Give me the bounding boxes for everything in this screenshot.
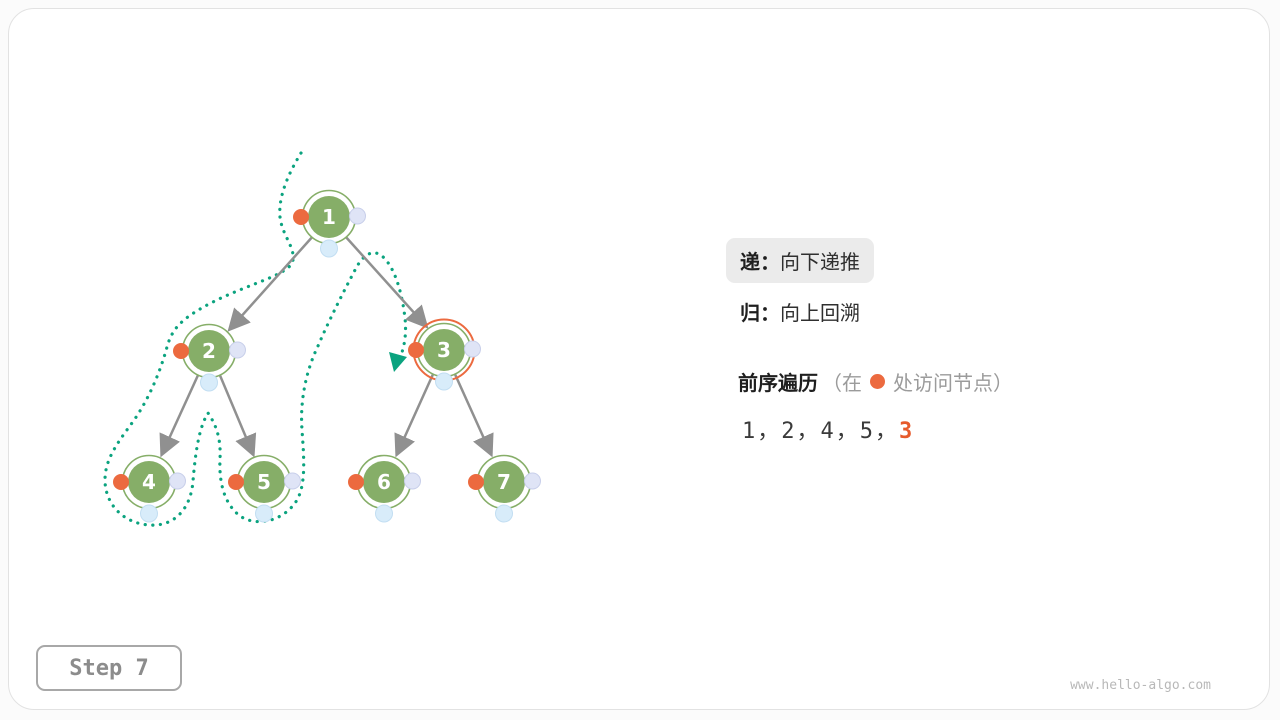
- legend-recurse: 递：向下递推: [726, 238, 874, 283]
- tree-node-2: 2: [173, 323, 246, 392]
- edge-3-7: [452, 371, 494, 458]
- tree-edges: [159, 234, 494, 458]
- step-label: Step 7: [69, 655, 149, 681]
- postorder-dot-icon: [404, 472, 421, 490]
- edge-1-3: [344, 235, 429, 329]
- legend-recurse-text: 向下递推: [780, 250, 860, 274]
- sequence-visited: 1，2，4，5，: [742, 419, 899, 444]
- postorder-dot-icon: [464, 340, 481, 358]
- inorder-dot-icon: [375, 504, 393, 523]
- preorder-dot-icon: [113, 474, 129, 490]
- visit-dot-icon: [870, 374, 885, 389]
- preorder-dot-icon: [408, 342, 424, 358]
- legend-recurse-keyword: 递：: [740, 250, 780, 274]
- inorder-dot-icon: [140, 504, 158, 523]
- inorder-dot-icon: [200, 373, 218, 392]
- legend-return-keyword: 归：: [740, 301, 780, 325]
- tree-node-7: 7: [468, 454, 541, 523]
- traversal-trace-path: [103, 151, 408, 527]
- traversal-caption: 前序遍历 （在 处访问节点）: [738, 367, 1013, 396]
- edge-2-5: [217, 372, 257, 458]
- node-value: 5: [257, 470, 271, 494]
- node-value: 2: [202, 339, 216, 363]
- node-circle: [243, 461, 285, 503]
- preorder-dot-icon: [348, 474, 364, 490]
- node-value: 6: [377, 470, 391, 494]
- postorder-dot-icon: [524, 472, 541, 490]
- node-circle: [128, 461, 170, 503]
- preorder-dot-icon: [293, 209, 309, 225]
- node-circle: [188, 330, 230, 372]
- node-value: 4: [142, 470, 156, 494]
- tree-node-1: 1: [293, 189, 366, 258]
- node-circle: [363, 461, 405, 503]
- edge-2-4: [159, 372, 201, 458]
- preorder-dot-icon: [173, 343, 189, 359]
- canvas-card: 1 2 3 4: [8, 8, 1270, 710]
- traversal-sequence: 1，2，4，5，3: [742, 413, 914, 445]
- preorder-dot-icon: [468, 474, 484, 490]
- legend-return-text: 向上回溯: [780, 301, 860, 325]
- edge-3-6: [394, 371, 436, 458]
- edge-1-2: [227, 234, 315, 332]
- inorder-dot-icon: [435, 372, 453, 391]
- traversal-title: 前序遍历: [738, 371, 818, 395]
- tree-node-6: 6: [348, 454, 421, 523]
- postorder-dot-icon: [349, 207, 366, 225]
- inorder-dot-icon: [495, 504, 513, 523]
- tree-node-5: 5: [228, 454, 301, 523]
- watermark: www.hello-algo.com: [1070, 678, 1211, 693]
- legend-return: 归：向上回溯: [740, 297, 860, 326]
- node-circle: [483, 461, 525, 503]
- binary-tree-diagram: 1 2 3 4: [103, 151, 541, 527]
- node-value: 3: [437, 338, 451, 362]
- node-circle: [308, 196, 350, 238]
- postorder-dot-icon: [229, 341, 246, 359]
- sequence-current: 3: [898, 419, 915, 444]
- postorder-dot-icon: [284, 472, 301, 490]
- step-indicator: Step 7: [36, 645, 182, 691]
- postorder-dot-icon: [169, 472, 186, 490]
- traversal-note-close: 处访问节点）: [893, 371, 1013, 395]
- inorder-dot-icon: [255, 504, 273, 523]
- tree-node-3-current: 3: [408, 318, 481, 391]
- traversal-note-open: （在: [822, 371, 862, 395]
- preorder-dot-icon: [228, 474, 244, 490]
- tree-node-4: 4: [113, 454, 186, 523]
- node-value: 1: [322, 205, 336, 229]
- current-pointer-icon: [389, 352, 407, 372]
- node-value: 7: [497, 470, 511, 494]
- node-circle: [423, 329, 465, 371]
- inorder-dot-icon: [320, 239, 338, 258]
